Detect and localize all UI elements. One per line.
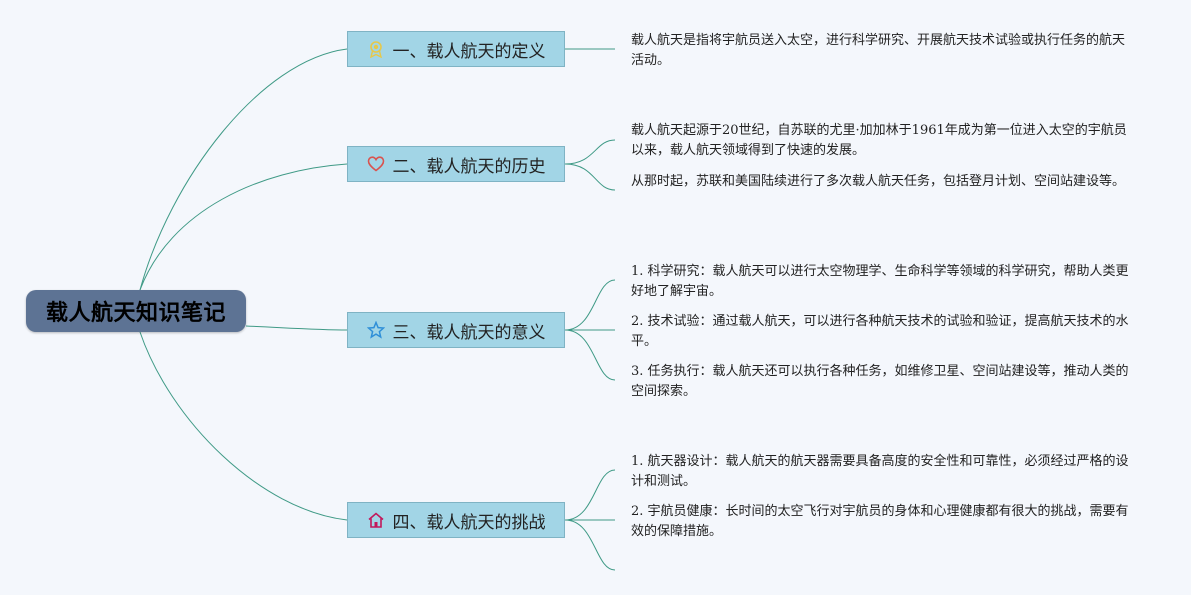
link-root-topic-3 [245,325,348,331]
home-icon [367,511,385,529]
link-topic3-leaf1 [564,279,616,331]
link-root-topic-4 [139,331,348,521]
award-icon [367,40,385,58]
leaf-significance-2: 2. 技术试验：通过载人航天，可以进行各种航天技术的试验和验证，提高航天技术的水… [631,314,1129,349]
topic-label: 三、载人航天的意义 [392,322,546,343]
link-topic2-leaf2 [564,163,616,191]
star-icon [366,321,385,339]
topic-significance[interactable]: 三、载人航天的意义 [347,312,565,348]
leaf-challenges-2: 2. 宇航员健康：长时间的太空飞行对宇航员的身体和心理健康都有很大的挑战，需要有… [631,504,1129,539]
topic-history[interactable]: 二、载人航天的历史 [347,146,565,182]
topic-definition[interactable]: 一、载人航天的定义 [347,31,565,67]
topic-label: 二、载人航天的历史 [392,156,546,177]
link-topic3-leaf3 [564,329,616,381]
link-root-topic-2 [139,163,348,291]
link-root-topic-1 [139,48,348,291]
root-title: 载人航天知识笔记 [45,301,226,326]
root-node[interactable]: 载人航天知识笔记 [26,290,246,332]
link-topic2-leaf1 [564,139,616,165]
link-topic4-leaf3 [564,519,616,571]
leaf-definition-1: 载人航天是指将宇航员送入太空，进行科学研究、开展航天技术试验或执行任务的航天活动… [631,33,1126,68]
topic-label: 一、载人航天的定义 [392,41,546,62]
topic-challenges[interactable]: 四、载人航天的挑战 [347,502,565,538]
topic-label: 四、载人航天的挑战 [392,512,546,533]
leaf-history-1: 载人航天起源于20世纪，自苏联的尤里·加加林于1961年成为第一位进入太空的宇航… [631,123,1127,158]
leaf-history-2: 从那时起，苏联和美国陆续进行了多次载人航天任务，包括登月计划、空间站建设等。 [631,174,1126,189]
leaf-challenges-1: 1. 航天器设计：载人航天的航天器需要具备高度的安全性和可靠性，必须经过严格的设… [631,454,1129,489]
leaf-significance-1: 1. 科学研究：载人航天可以进行太空物理学、生命科学等领域的科学研究，帮助人类更… [631,264,1129,299]
link-topic4-leaf1 [564,469,616,521]
heart-icon [367,155,385,173]
leaf-significance-3: 3. 任务执行：载人航天还可以执行各种任务，如维修卫星、空间站建设等，推动人类的… [631,364,1129,399]
